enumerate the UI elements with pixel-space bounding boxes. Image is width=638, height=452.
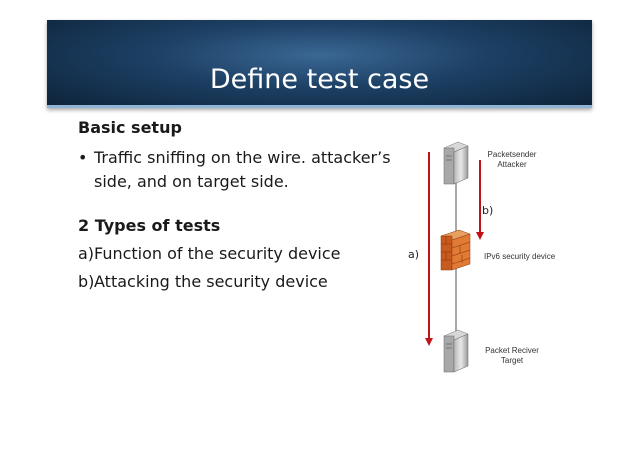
bullet-icon: •	[78, 148, 88, 167]
top-node-name: Packetsender	[487, 150, 537, 159]
middle-node-label: IPv6 security device	[484, 252, 556, 261]
bottom-node-name: Packet Reciver	[485, 346, 539, 355]
diagram-canvas	[425, 141, 484, 373]
top-server-icon	[443, 141, 469, 185]
top-node-role: Attacker	[497, 160, 527, 169]
slide-content: Basic setup • Traffic sniffing on the wi…	[78, 118, 398, 292]
test-type-item-b: b) Attacking the security device	[78, 272, 398, 292]
test-types-heading: 2 Types of tests	[78, 216, 221, 235]
slide-title: Define test case	[209, 64, 430, 95]
top-node-label: Packetsender Attacker	[480, 150, 544, 170]
test-type-item-a: a) Function of the security device	[78, 244, 398, 264]
arrow-b-label: b)	[482, 204, 494, 217]
arrow-a-label: a)	[408, 248, 420, 261]
basic-setup-heading: Basic setup	[78, 118, 182, 137]
bottom-node-label: Packet Reciver Target	[480, 346, 544, 366]
bottom-node-role: Target	[500, 356, 524, 365]
test-type-marker: a)	[78, 244, 95, 263]
test-type-label: Function of the security device	[94, 244, 341, 263]
bullet-item: • Traffic sniffing on the wire. attacker…	[78, 146, 398, 194]
network-diagram: Packetsender Attacker IPv6 security devi…	[400, 130, 580, 390]
bottom-server-icon	[443, 329, 469, 373]
test-type-marker: b)	[78, 272, 95, 291]
firewall-icon	[440, 229, 471, 271]
bullet-text: Traffic sniffing on the wire. attacker’s…	[94, 148, 391, 191]
test-type-label: Attacking the security device	[94, 272, 328, 291]
title-bar: Define test case	[47, 20, 592, 108]
